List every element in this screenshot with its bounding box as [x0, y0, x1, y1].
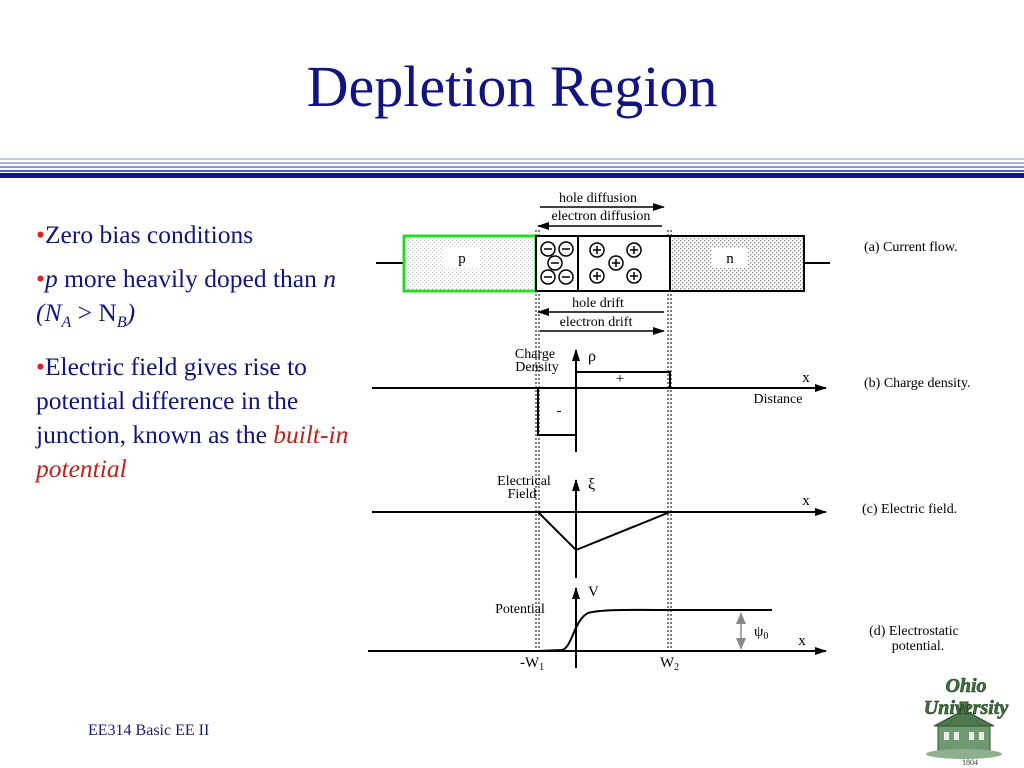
bullet-electric-field: •Electric field gives rise to potential … [36, 352, 349, 484]
field-x-label: x [802, 493, 810, 509]
negative-charge-block [537, 388, 576, 436]
psi0-arrow-up [736, 612, 746, 624]
psi0-label: ψ0 [754, 624, 768, 642]
potential-curve [537, 608, 772, 652]
electric-field-ylabel-1: Electrical [497, 474, 551, 489]
p-region-label: p [458, 251, 466, 267]
caption-charge-density: (b) Charge density. [864, 376, 971, 391]
hole-diffusion-label: hole diffusion [559, 191, 637, 206]
negative-ions [540, 241, 574, 285]
hole-drift-label: hole drift [572, 296, 624, 311]
charge-density-panel: Charge Density ρ + - x Distance (b) Char… [372, 347, 971, 452]
electric-field-ylabel-2: Field [508, 487, 537, 502]
positive-ions [589, 242, 642, 284]
psi0-arrow-down [736, 638, 746, 650]
logo-year: 1804 [962, 758, 978, 766]
minus-charge-label: - [557, 403, 562, 419]
v-symbol: V [588, 584, 599, 600]
logo-text-university: University [924, 697, 1009, 719]
electron-drift-label: electron drift [560, 315, 633, 330]
slide-title: Depletion Region [306, 54, 718, 119]
caption-potential-1: (d) Electrostatic [869, 624, 959, 639]
logo-text-ohio: Ohio [945, 675, 986, 697]
charge-density-ylabel-1: Charge [515, 347, 555, 362]
bullet-list: •Zero bias conditions •p more heavily do… [36, 218, 366, 496]
n-region-label: n [726, 251, 734, 267]
footer-course-label: EE314 Basic EE II [88, 722, 210, 739]
p-region [402, 234, 538, 293]
w2-label: W2 [660, 655, 679, 673]
built-in-potential-emphasis: built-in potential [36, 420, 349, 484]
electron-diffusion-label: electron diffusion [552, 209, 651, 224]
p-region-label-box [444, 248, 480, 268]
ohio-university-logo: Ohio University 1804 [923, 675, 1009, 766]
electric-field-profile [537, 511, 671, 552]
charge-x-label: x [802, 370, 810, 386]
w1-label: -W1 [520, 655, 544, 673]
electric-field-panel: Electrical Field ξ x (c) Electric field. [372, 474, 957, 578]
potential-x-label: x [798, 633, 806, 649]
caption-electric-field: (c) Electric field. [862, 502, 957, 517]
caption-potential-2: potential. [892, 639, 945, 654]
bullet-doping: •p more heavily doped than n (NA > NB) [36, 264, 336, 332]
current-flow-panel: hole diffusion electron diffusion p n [376, 191, 958, 335]
distance-label: Distance [754, 392, 803, 407]
n-region-label-box [712, 248, 748, 268]
charge-density-ylabel-2: Density [515, 360, 559, 375]
potential-panel: Potential V ψ0 x -W1 W2 (d) Electrostati… [368, 584, 959, 673]
bullet-zero-bias: •Zero bias conditions [36, 220, 254, 249]
plus-charge-label: + [616, 371, 624, 387]
caption-current-flow: (a) Current flow. [864, 240, 958, 255]
xi-symbol: ξ [588, 476, 595, 493]
positive-charge-block [576, 371, 671, 388]
title-divider [0, 158, 1024, 178]
rho-symbol: ρ [588, 348, 596, 365]
potential-ylabel: Potential [495, 602, 545, 617]
